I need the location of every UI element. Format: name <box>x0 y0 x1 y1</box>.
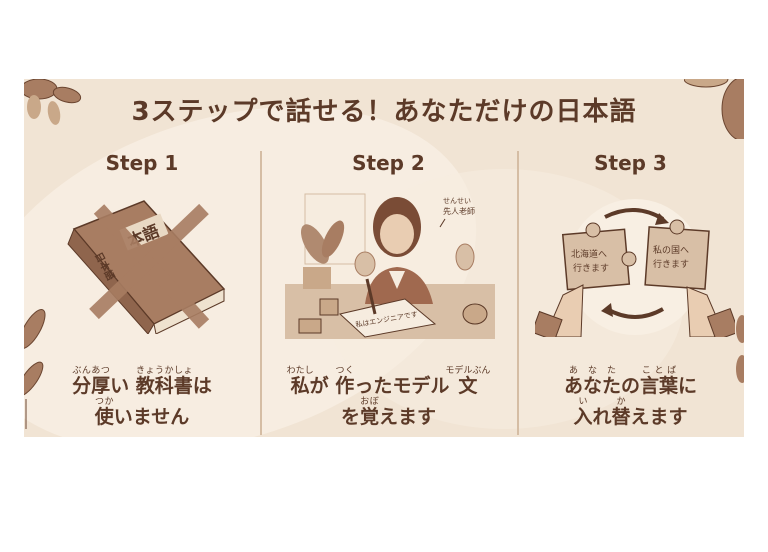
caption-line-1: 分厚ぶんあつい 教科書きょうかしょは <box>72 366 212 397</box>
svg-text:私の国へ: 私の国へ <box>653 245 689 256</box>
caption-line-2: 入いれ替かえます <box>573 397 688 428</box>
crossed-out-textbook-icon: 本語 日本語 <box>67 200 226 334</box>
teacher-writing-illustration-icon: 私はエンジニアです せんせい 先人老師 <box>285 193 495 339</box>
svg-text:せんせい: せんせい <box>443 197 471 205</box>
step-3-column: Step 3 北海道へ 行きます 私の国へ 行きます あなたあなたの言葉ことばに <box>517 151 744 437</box>
step-label: Step 3 <box>594 151 667 175</box>
puzzle-swap-illustration-icon: 北海道へ 行きます 私の国へ 行きます <box>535 199 735 337</box>
step-2-column: Step 2 私はエンジニアです せんせい 先人老師 私わたしが <box>260 151 517 437</box>
column-divider <box>260 151 262 435</box>
step-1-column: Step 1 本語 日本語 分厚ぶんあつい 教科書きょうかしょは 使つかいません <box>24 151 260 437</box>
page-title: 3ステップで話せる！あなただけの日本語 <box>131 97 637 127</box>
caption-line-2: 使つかいません <box>94 397 190 428</box>
svg-text:行きます: 行きます <box>573 262 609 274</box>
step-label: Step 2 <box>352 151 425 175</box>
column-divider <box>517 151 519 435</box>
svg-text:北海道へ: 北海道へ <box>571 248 607 260</box>
leaf-decoration-icon <box>24 309 46 429</box>
leaf-decoration-icon <box>684 79 744 139</box>
step-caption: あなたあなたの言葉ことばに 入いれ替かえます <box>517 366 744 428</box>
step-label: Step 1 <box>105 151 179 175</box>
leaf-decoration-icon <box>24 79 82 125</box>
caption-line-2: を覚おぼえます <box>340 397 437 428</box>
step-caption: 私わたしが 作つくったモデル文モデルぶん を覚おぼえます <box>260 366 517 428</box>
infographic-poster: 3ステップで話せる！あなただけの日本語 Step 1 本語 日本語 分厚ぶんあつ… <box>24 79 744 437</box>
caption-line-1: 私わたしが 作つくったモデル文モデルぶん <box>286 366 491 397</box>
step-caption: 分厚ぶんあつい 教科書きょうかしょは 使つかいません <box>24 366 260 428</box>
leaf-decoration-icon <box>736 315 744 383</box>
svg-text:先人老師: 先人老師 <box>443 206 475 216</box>
svg-text:行きます: 行きます <box>653 258 689 270</box>
caption-line-1: あなたあなたの言葉ことばに <box>563 366 698 397</box>
